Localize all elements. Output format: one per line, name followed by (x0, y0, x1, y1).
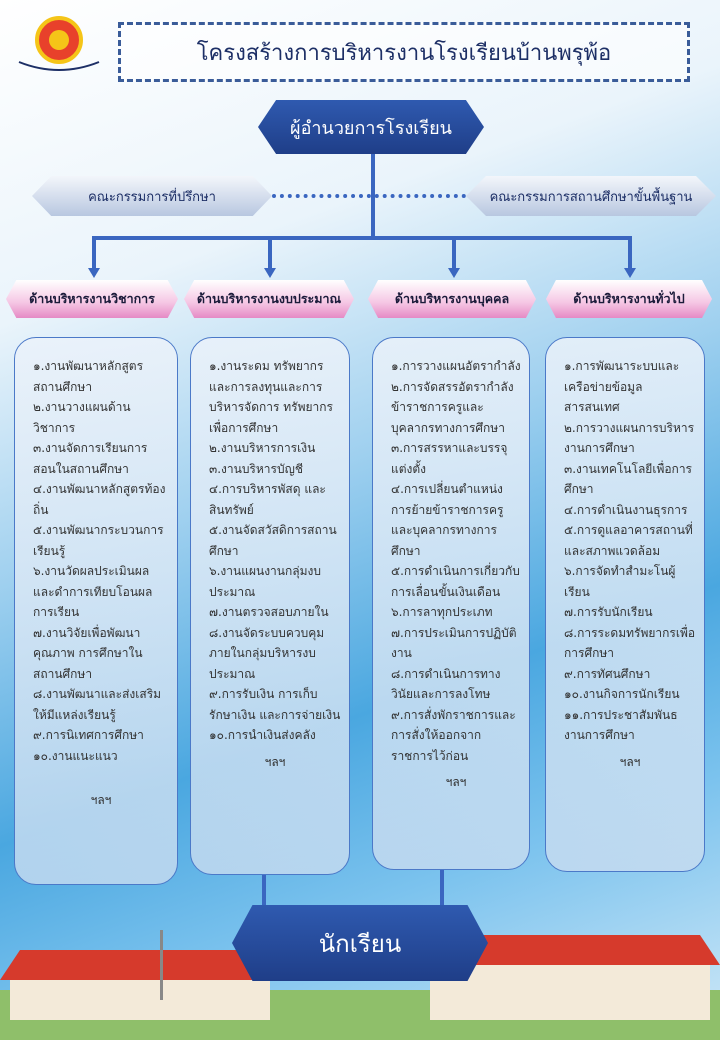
department-header-personnel: ด้านบริหารงานบุคคล (368, 280, 536, 318)
list-item: ๗.การประเมินการปฏิบัติงาน (391, 625, 517, 661)
list-item: ๖.การจัดทำสำมะโนผู้เรียน (564, 564, 676, 599)
list-item: ๕.การดำเนินการเกี่ยวกับการเลื่อนขั้นเงิน… (391, 564, 520, 599)
list-item: ๑.งานระดม ทรัพยากรและการลงทุนและการบริหา… (209, 359, 333, 435)
department-box-academic: ๑.งานพัฒนาหลักสูตรสถานศึกษา ๒.งานวางแผนด… (14, 337, 178, 885)
etc-label: ฯลฯ (90, 793, 112, 807)
department-box-general: ๑.การพัฒนาระบบและเครือข่ายข้อมูลสารสนเทศ… (545, 337, 705, 872)
list-item: ๕.งานพัฒนากระบวนการเรียนรู้ (33, 523, 164, 558)
connector-line (452, 236, 456, 270)
list-item: ๖.งานวัดผลประเมินผลและดำการเทียบโอนผลการ… (33, 564, 153, 619)
director-node: ผู้อำนวยการโรงเรียน (258, 100, 484, 154)
connector-line (92, 236, 632, 240)
list-item: ๙.การรับเงิน การเก็บรักษาเงิน และการจ่าย… (209, 687, 341, 722)
connector-line (262, 875, 266, 905)
list-item: ๑.การวางแผนอัตรากำลัง (391, 359, 521, 373)
list-item: ๓.การสรรหาและบรรจุแต่งตั้ง (391, 441, 508, 476)
list-item: ๗.งานตรวจสอบภายใน (209, 605, 329, 619)
etc-label: ฯลฯ (264, 754, 286, 769)
arrow-down-icon (88, 268, 100, 278)
list-item: ๒.การจัดสรรอัตรากำลังข้าราชการครูและบุคล… (391, 379, 514, 435)
list-item: ๔.การดำเนินงานธุรการ (564, 502, 688, 517)
list-item: ๑.งานพัฒนาหลักสูตรสถานศึกษา (33, 359, 144, 394)
connector-line (92, 236, 96, 270)
arrow-down-icon (624, 268, 636, 278)
page-title: โครงสร้างการบริหารงานโรงเรียนบ้านพรุพ้อ (118, 22, 690, 82)
advisory-committee-node: คณะกรรมการที่ปรึกษา (32, 176, 272, 216)
list-item: ๑.การพัฒนาระบบและเครือข่ายข้อมูลสารสนเทศ (564, 359, 680, 414)
connector-line (268, 236, 272, 270)
basic-education-committee-node: คณะกรรมการสถานศึกษาขั้นพื้นฐาน (466, 176, 716, 216)
list-item: ๑๐.การนำเงินส่งคลัง (209, 728, 316, 742)
list-item: ๓.งานบริหารบัญชี (209, 461, 303, 476)
etc-label: ฯลฯ (445, 775, 467, 789)
list-item: ๔.งานพัฒนาหลักสูตรท้องถิ่น (33, 482, 166, 517)
list-item: ๙.การทัศนศึกษา (564, 666, 651, 681)
arrow-down-icon (448, 268, 460, 278)
connector-line (628, 236, 632, 270)
list-item: ๒.การวางแผนการบริหารงานการศึกษา (564, 420, 695, 456)
list-item: ๘.งานจัดระบบควบคุมภายในกลุ่มบริหารงบประม… (209, 625, 325, 681)
list-item: ๗.งานวิจัยเพื่อพัฒนาคุณภาพ การศึกษาในสถา… (33, 625, 143, 681)
list-item: ๙.การสั่งพักราชการและการสั่งให้ออกจากราช… (391, 707, 516, 763)
department-box-budget: ๑.งานระดม ทรัพยากรและการลงทุนและการบริหา… (190, 337, 350, 875)
list-item: ๑๐.งานแนะแนว (33, 748, 118, 763)
connector-line (440, 870, 444, 905)
list-item: ๕.งานจัดสวัสดิการสถานศึกษา (209, 523, 337, 558)
list-item: ๘.งานพัฒนาและส่งเสริมให้มีแหล่งเรียนรู้ (33, 687, 162, 722)
list-item: ๕.การดูแลอาคารสถานที่และสภาพแวดล้อม (564, 523, 693, 558)
dotted-connector (272, 194, 466, 198)
department-box-personnel: ๑.การวางแผนอัตรากำลัง ๒.การจัดสรรอัตรากำ… (372, 337, 530, 870)
department-header-academic: ด้านบริหารงานวิชาการ (6, 280, 178, 318)
list-item: ๖.งานแผนงานกลุ่มงบประมาณ (209, 564, 322, 599)
list-item: ๓.งานจัดการเรียนการสอนในสถานศึกษา (33, 441, 148, 476)
list-item: ๒.งานบริหารการเงิน (209, 441, 316, 455)
students-node: นักเรียน (232, 905, 488, 981)
list-item: ๒.งานวางแผนด้านวิชาการ (33, 400, 131, 435)
list-item: ๘.การดำเนินการทางวินัยและการลงโทษ (391, 666, 501, 702)
department-header-budget: ด้านบริหารงานงบประมาณ (184, 280, 354, 318)
school-building-image (0, 930, 720, 1040)
list-item: ๙.การนิเทศการศึกษา (33, 728, 144, 742)
list-item: ๓.งานเทคโนโลยีเพื่อการศึกษา (564, 461, 693, 497)
list-item: ๑๑.การประชาสัมพันธงานการศึกษา (564, 707, 678, 743)
list-item: ๑๐.งานกิจการนักเรียน (564, 687, 680, 701)
list-item: ๔.การบริหารพัสดุ และสินทรัพย์ (209, 482, 326, 517)
arrow-down-icon (264, 268, 276, 278)
school-logo (18, 16, 100, 71)
list-item: ๔.การเปลี่ยนตำแหน่งการย้ายข้าราชการครูแล… (391, 482, 504, 558)
department-header-general: ด้านบริหารงานทั่วไป (546, 280, 712, 318)
list-item: ๖.การลาทุกประเภท (391, 605, 493, 619)
list-item: ๘.การระดมทรัพยากรเพื่อการศึกษา (564, 625, 696, 661)
etc-label: ฯลฯ (619, 754, 641, 769)
list-item: ๗.การรับนักเรียน (564, 605, 653, 619)
